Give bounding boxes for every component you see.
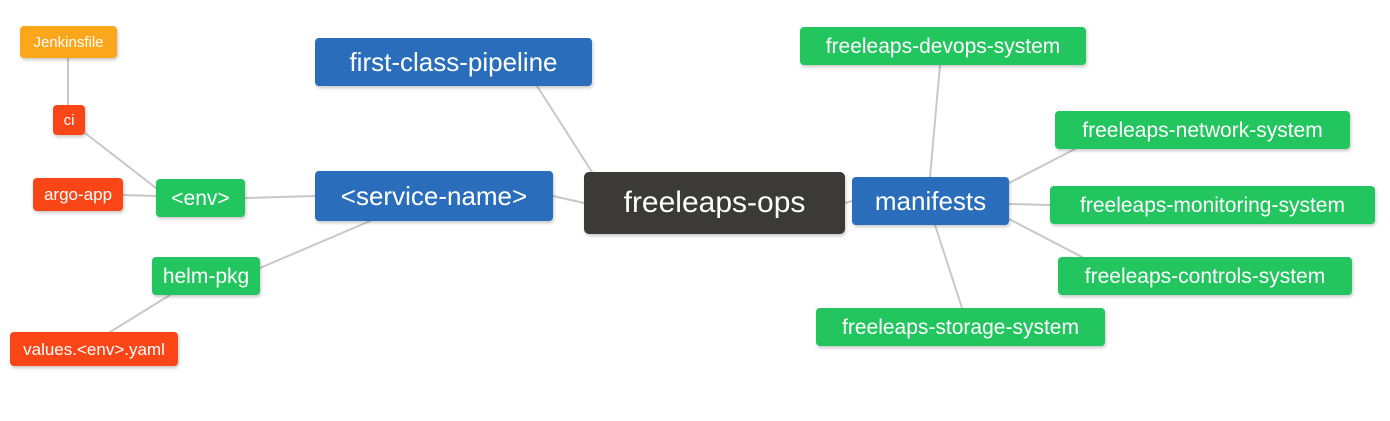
node-ci[interactable]: ci xyxy=(53,105,85,135)
node-freeleaps-storage-system[interactable]: freeleaps-storage-system xyxy=(816,308,1105,346)
edge-manifests-to-freeleaps-storage-system xyxy=(934,224,963,309)
node-service-name[interactable]: <service-name> xyxy=(315,171,553,221)
node-freeleaps-ops[interactable]: freeleaps-ops xyxy=(584,172,845,234)
edge-helm-pkg-to-values-env-yaml xyxy=(109,294,171,333)
edge-freeleaps-ops-to-service-name xyxy=(552,195,585,204)
edge-freeleaps-ops-to-first-class-pipeline xyxy=(536,85,593,173)
node-freeleaps-network-system[interactable]: freeleaps-network-system xyxy=(1055,111,1350,149)
node-argo-app[interactable]: argo-app xyxy=(33,178,123,211)
node-jenkinsfile[interactable]: Jenkinsfile xyxy=(20,26,117,58)
node-freeleaps-controls-system[interactable]: freeleaps-controls-system xyxy=(1058,257,1352,295)
edge-env-to-argo-app xyxy=(122,194,157,197)
node-first-class-pipeline[interactable]: first-class-pipeline xyxy=(315,38,592,86)
edge-service-name-to-helm-pkg xyxy=(259,220,371,269)
node-helm-pkg[interactable]: helm-pkg xyxy=(152,257,260,295)
edge-manifests-to-freeleaps-monitoring-system xyxy=(1008,203,1051,206)
node-freeleaps-monitoring-system[interactable]: freeleaps-monitoring-system xyxy=(1050,186,1375,224)
node-manifests[interactable]: manifests xyxy=(852,177,1009,225)
edge-service-name-to-env xyxy=(244,195,316,199)
node-values-env-yaml[interactable]: values.<env>.yaml xyxy=(10,332,178,366)
edge-manifests-to-freeleaps-controls-system xyxy=(1008,218,1083,258)
node-freeleaps-devops-system[interactable]: freeleaps-devops-system xyxy=(800,27,1086,65)
edge-manifests-to-freeleaps-devops-system xyxy=(929,64,941,178)
edge-manifests-to-freeleaps-network-system xyxy=(1008,148,1076,184)
edge-freeleaps-ops-to-manifests xyxy=(844,200,853,204)
node-env[interactable]: <env> xyxy=(156,179,245,217)
